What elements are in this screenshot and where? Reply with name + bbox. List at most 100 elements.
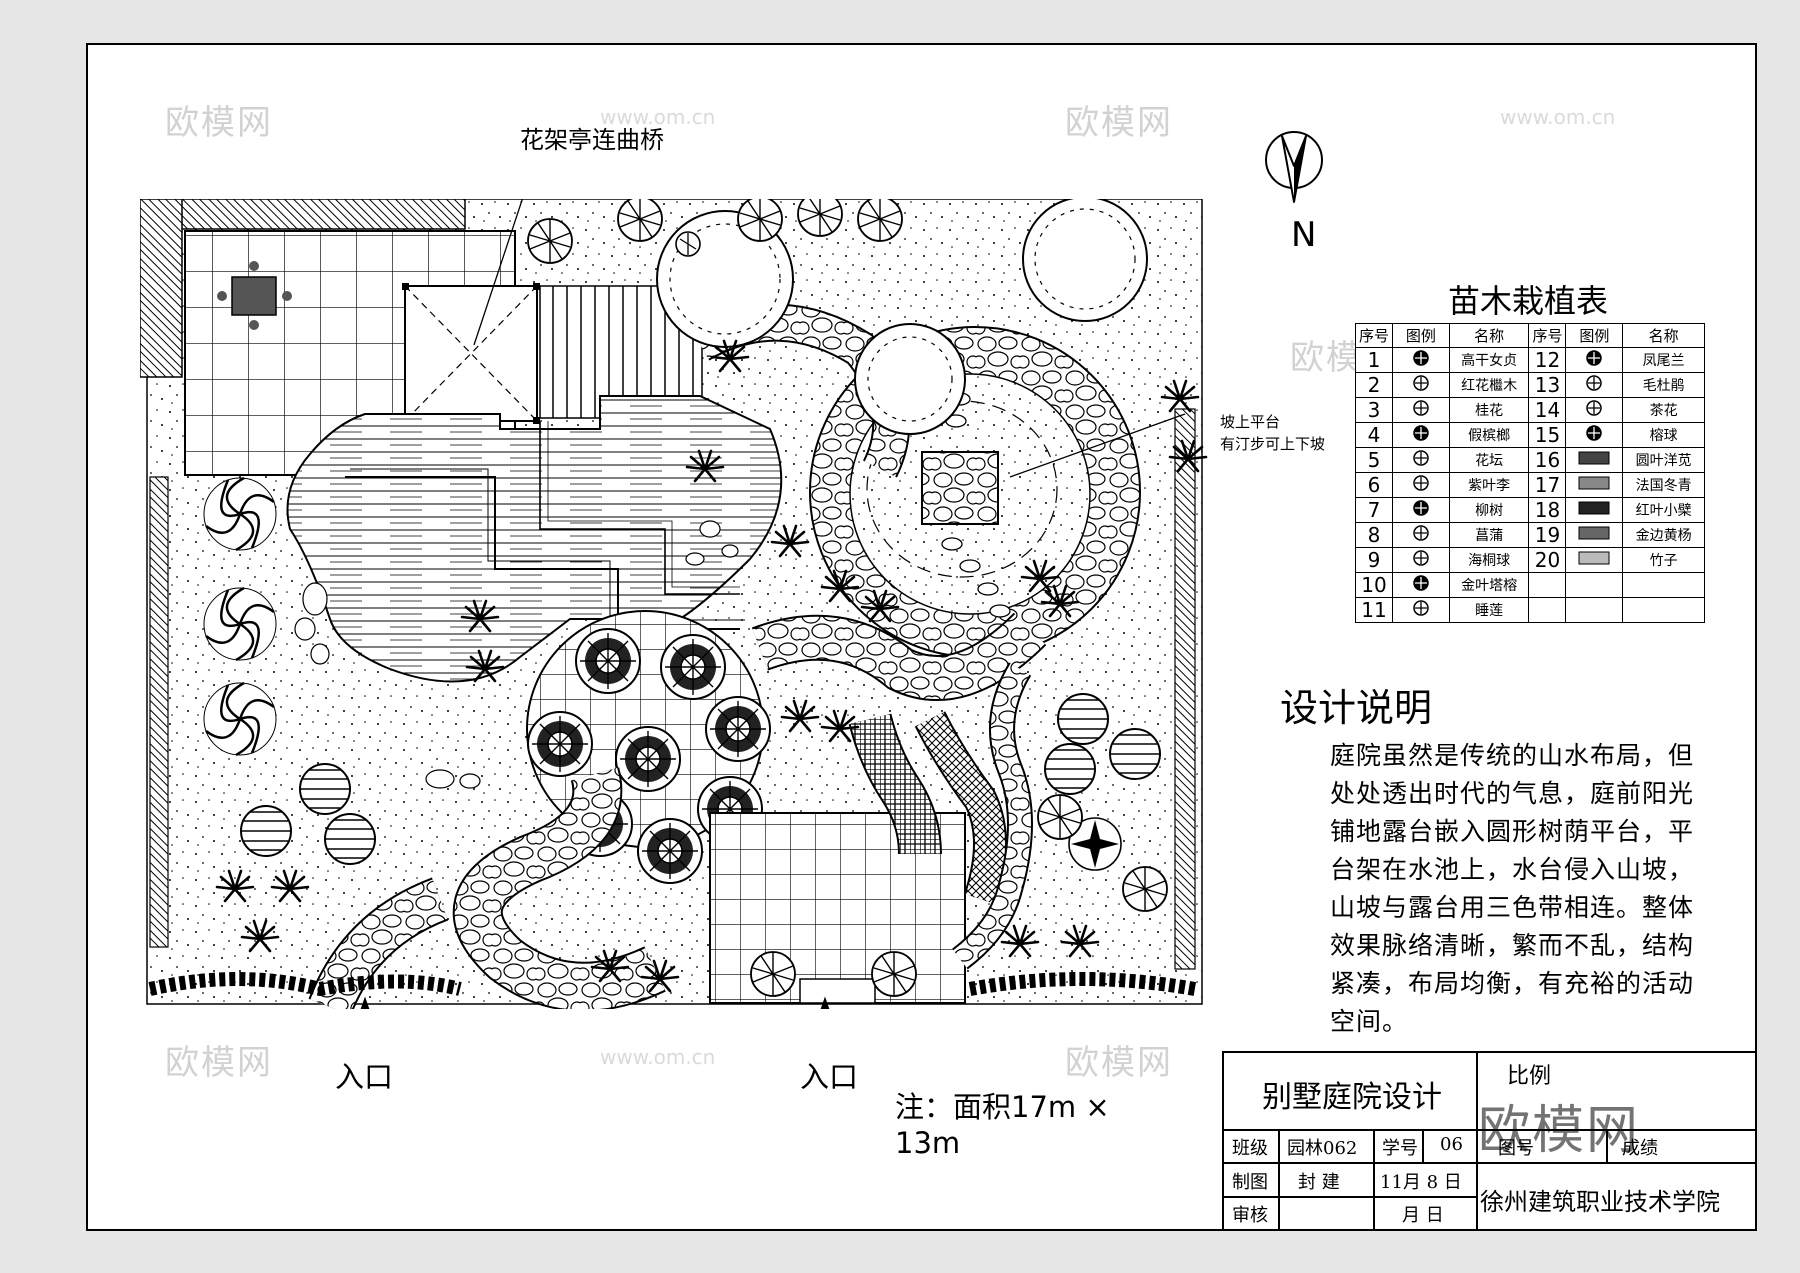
plant-legend bbox=[1391, 472, 1450, 498]
plant-legend bbox=[1565, 347, 1624, 373]
plant-number: 16 bbox=[1528, 447, 1567, 473]
plant-number: 14 bbox=[1528, 397, 1567, 423]
plant-number: 9 bbox=[1355, 547, 1393, 573]
plant-table-header-cell: 图例 bbox=[1391, 323, 1450, 348]
title-block-row-line bbox=[1222, 1129, 1757, 1131]
plant-number: 10 bbox=[1355, 572, 1393, 598]
plant-table-header: 序号图例名称序号图例名称 bbox=[1355, 323, 1705, 348]
plant-table-header-cell: 名称 bbox=[1448, 323, 1530, 348]
title-block-col-line bbox=[1373, 1129, 1375, 1231]
legend-symbol-icon bbox=[1413, 350, 1429, 366]
id-value: 06 bbox=[1440, 1134, 1463, 1155]
watermark: 欧模网 bbox=[1065, 103, 1173, 143]
plant-name: 假槟榔 bbox=[1448, 422, 1530, 448]
plant-name: 法国冬青 bbox=[1622, 472, 1705, 498]
plant-name bbox=[1622, 597, 1705, 623]
plant-legend bbox=[1391, 572, 1450, 598]
entrance-label-right: 入口 bbox=[800, 1060, 859, 1094]
legend-symbol-icon bbox=[1586, 400, 1603, 416]
watermark: 欧模网 bbox=[1065, 1043, 1173, 1083]
watermark: 欧模网 bbox=[165, 1043, 273, 1083]
plant-number: 17 bbox=[1528, 472, 1567, 498]
plant-name bbox=[1622, 572, 1705, 598]
plant-number: 6 bbox=[1355, 472, 1393, 498]
project-title: 别墅庭院设计 bbox=[1262, 1080, 1442, 1115]
title-block-col-line bbox=[1422, 1129, 1424, 1163]
plant-name: 凤尾兰 bbox=[1622, 347, 1705, 373]
plant-number: 3 bbox=[1355, 397, 1393, 423]
drawing-no-label: 图号 bbox=[1498, 1138, 1534, 1159]
plant-table-header-cell: 名称 bbox=[1622, 323, 1705, 348]
drawn-label: 制图 bbox=[1232, 1172, 1268, 1193]
class-label: 班级 bbox=[1232, 1138, 1268, 1159]
plant-legend bbox=[1391, 497, 1450, 523]
plant-legend bbox=[1565, 372, 1624, 398]
area-note-line1: 注：面积17m × bbox=[895, 1090, 1110, 1124]
design-body: 庭院虽然是传统的山水布局，但处处透出时代的气息，庭前阳光铺地露台嵌入圆形树荫平台… bbox=[1330, 741, 1695, 1036]
pavilion-callout: 花架亭连曲桥 bbox=[520, 126, 664, 154]
plant-number: 12 bbox=[1528, 347, 1567, 373]
north-arrow-icon bbox=[1265, 131, 1323, 203]
plant-number: 5 bbox=[1355, 447, 1393, 473]
plant-table-header-cell: 图例 bbox=[1565, 323, 1624, 348]
plant-number bbox=[1528, 597, 1567, 623]
plant-name: 红花檵木 bbox=[1448, 372, 1530, 398]
plant-legend bbox=[1565, 447, 1624, 473]
plant-legend bbox=[1565, 547, 1624, 573]
title-block-row-line bbox=[1222, 1196, 1476, 1198]
legend-symbol-icon bbox=[1413, 550, 1429, 566]
title-block bbox=[1222, 1051, 1757, 1231]
plant-number: 2 bbox=[1355, 372, 1393, 398]
plant-number: 8 bbox=[1355, 522, 1393, 548]
plant-legend bbox=[1565, 397, 1624, 423]
plant-name: 紫叶李 bbox=[1448, 472, 1530, 498]
plant-legend bbox=[1565, 597, 1624, 623]
legend-symbol-icon bbox=[1578, 551, 1610, 565]
plant-number: 13 bbox=[1528, 372, 1567, 398]
plant-name: 睡莲 bbox=[1448, 597, 1530, 623]
legend-symbol-icon bbox=[1413, 575, 1429, 591]
plant-number: 15 bbox=[1528, 422, 1567, 448]
brand-logo-watermark: 欧模网 bbox=[1478, 1101, 1641, 1161]
id-label: 学号 bbox=[1382, 1138, 1418, 1159]
watermark-url: www.om.cn bbox=[600, 105, 716, 129]
legend-symbol-icon bbox=[1413, 450, 1429, 466]
title-block-row-line bbox=[1222, 1162, 1476, 1164]
plant-number: 7 bbox=[1355, 497, 1393, 523]
plant-legend bbox=[1391, 547, 1450, 573]
plant-table-row: 11 睡莲 bbox=[1355, 597, 1705, 623]
grade-label: 成绩 bbox=[1622, 1138, 1658, 1159]
legend-symbol-icon bbox=[1413, 375, 1429, 391]
watermark: 欧模网 bbox=[165, 103, 273, 143]
plant-number bbox=[1528, 572, 1567, 598]
title-block-row-line bbox=[1476, 1162, 1757, 1164]
title-block-col-line bbox=[1606, 1129, 1608, 1163]
plant-name: 竹子 bbox=[1622, 547, 1705, 573]
plant-name: 毛杜鹃 bbox=[1622, 372, 1705, 398]
area-note-line2: 13m bbox=[895, 1126, 961, 1160]
watermark-url: www.om.cn bbox=[1500, 105, 1616, 129]
north-label: N bbox=[1291, 215, 1317, 255]
legend-symbol-icon bbox=[1413, 425, 1429, 441]
plant-number: 4 bbox=[1355, 422, 1393, 448]
plant-name: 红叶小檗 bbox=[1622, 497, 1705, 523]
plant-legend bbox=[1565, 422, 1624, 448]
legend-symbol-icon bbox=[1413, 475, 1429, 491]
plant-table-title: 苗木栽植表 bbox=[1448, 282, 1609, 320]
class-value: 园林062 bbox=[1287, 1138, 1358, 1159]
plant-number: 11 bbox=[1355, 597, 1393, 623]
plant-number: 20 bbox=[1528, 547, 1567, 573]
plant-legend bbox=[1391, 347, 1450, 373]
plant-name: 圆叶洋苋 bbox=[1622, 447, 1705, 473]
scale-label: 比例 bbox=[1507, 1064, 1552, 1089]
plant-name: 金边黄杨 bbox=[1622, 522, 1705, 548]
review-date: 月 日 bbox=[1402, 1205, 1444, 1226]
legend-symbol-icon bbox=[1586, 425, 1603, 441]
